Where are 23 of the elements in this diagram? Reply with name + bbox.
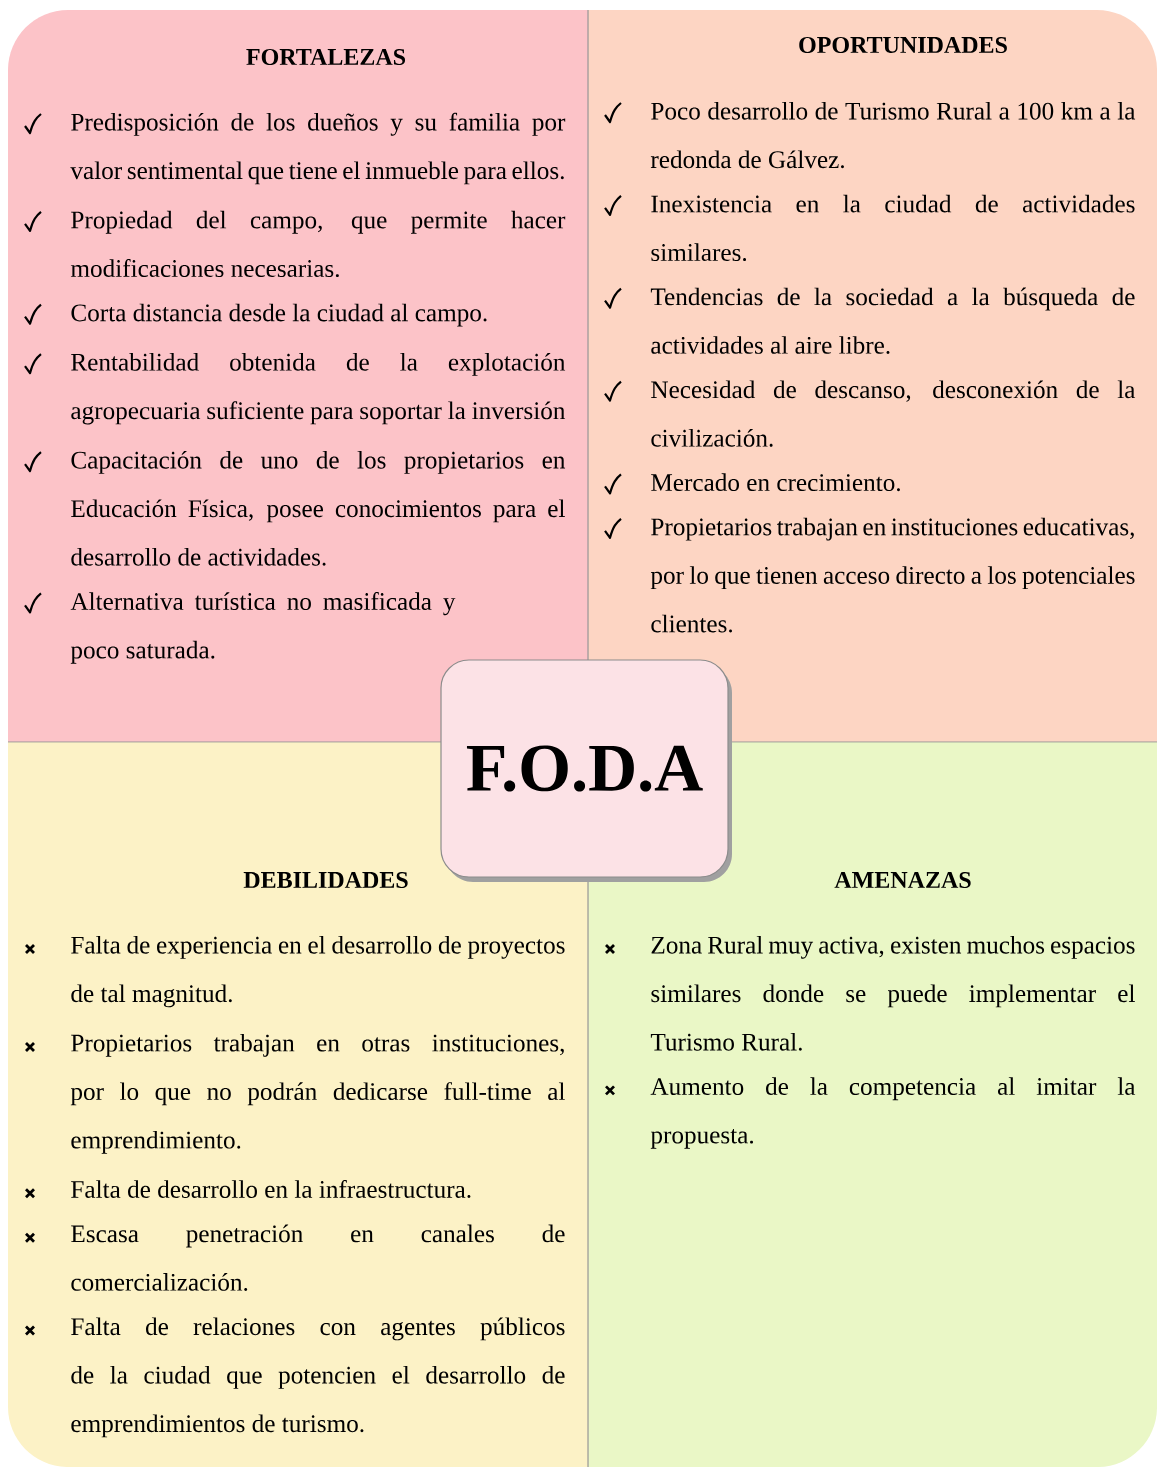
list-item: Poco desarrollo de Turismo Rural a 100 km a la redonda de Gálvez. [650, 101, 1136, 169]
list-item: Falta de desarrollo en la infraestructura. [71, 1180, 471, 1199]
list-item: Escasa penetración en canales de comercialización. [71, 1224, 565, 1291]
list-item: Mercado en crecimiento. [651, 473, 900, 492]
heading: DEBILIDADES [243, 871, 408, 889]
title-box: F.O.D.A [440, 659, 732, 882]
list-item: Tendencias de la sociedad a la búsqueda de actividades al aire libre. [650, 287, 1135, 354]
heading: AMENAZAS [834, 871, 971, 889]
list-item: Falta de relaciones con agentes públicos de la ciudad que potencien el desarrollo de emprendimientos de turismo. [71, 1317, 565, 1438]
list-item: Capacitación de uno de los propietarios en Educación Física, posee conocimientos para el desarrollo de actividades. [71, 450, 566, 566]
list-item: Zona Rural muy activa, existen muchos espacios similares donde se puede implementar el Turismo Rural. [650, 935, 1135, 1051]
list-item: Corta distancia desde la ciudad al campo. [71, 303, 487, 327]
heading: FORTALEZAS [246, 48, 406, 66]
list-item: Inexistencia en la ciudad de actividades similares. [651, 194, 1135, 262]
list-item: Falta de experiencia en el desarrollo de proyectos de tal magnitud. [71, 935, 565, 1008]
list-item: Rentabilidad obtenida de la explotación agropecuaria suficiente para soportar la inversión [71, 353, 566, 425]
list-item: Necesidad de descanso, desconexión de la civilización. [651, 380, 1136, 447]
heading: OPORTUNIDADES [799, 36, 1007, 54]
list-item: Propiedad del campo, que permite hacer modificaciones necesarias. [70, 210, 566, 278]
list-item: Predisposición de los dueños y su familia por valor sentimental que tiene el inmueble para ellos. [70, 112, 566, 185]
list-item: Propietarios trabajan en instituciones educativas, por lo que tienen acceso directo a los potenciales clientes. [650, 517, 1135, 633]
list-item: Aumento de la competencia al imitar la propuesta. [650, 1077, 1136, 1149]
list-item: Propietarios trabajan en otras instituciones, por lo que no podrán dedicarse full-time al emprendimiento. [70, 1033, 565, 1154]
